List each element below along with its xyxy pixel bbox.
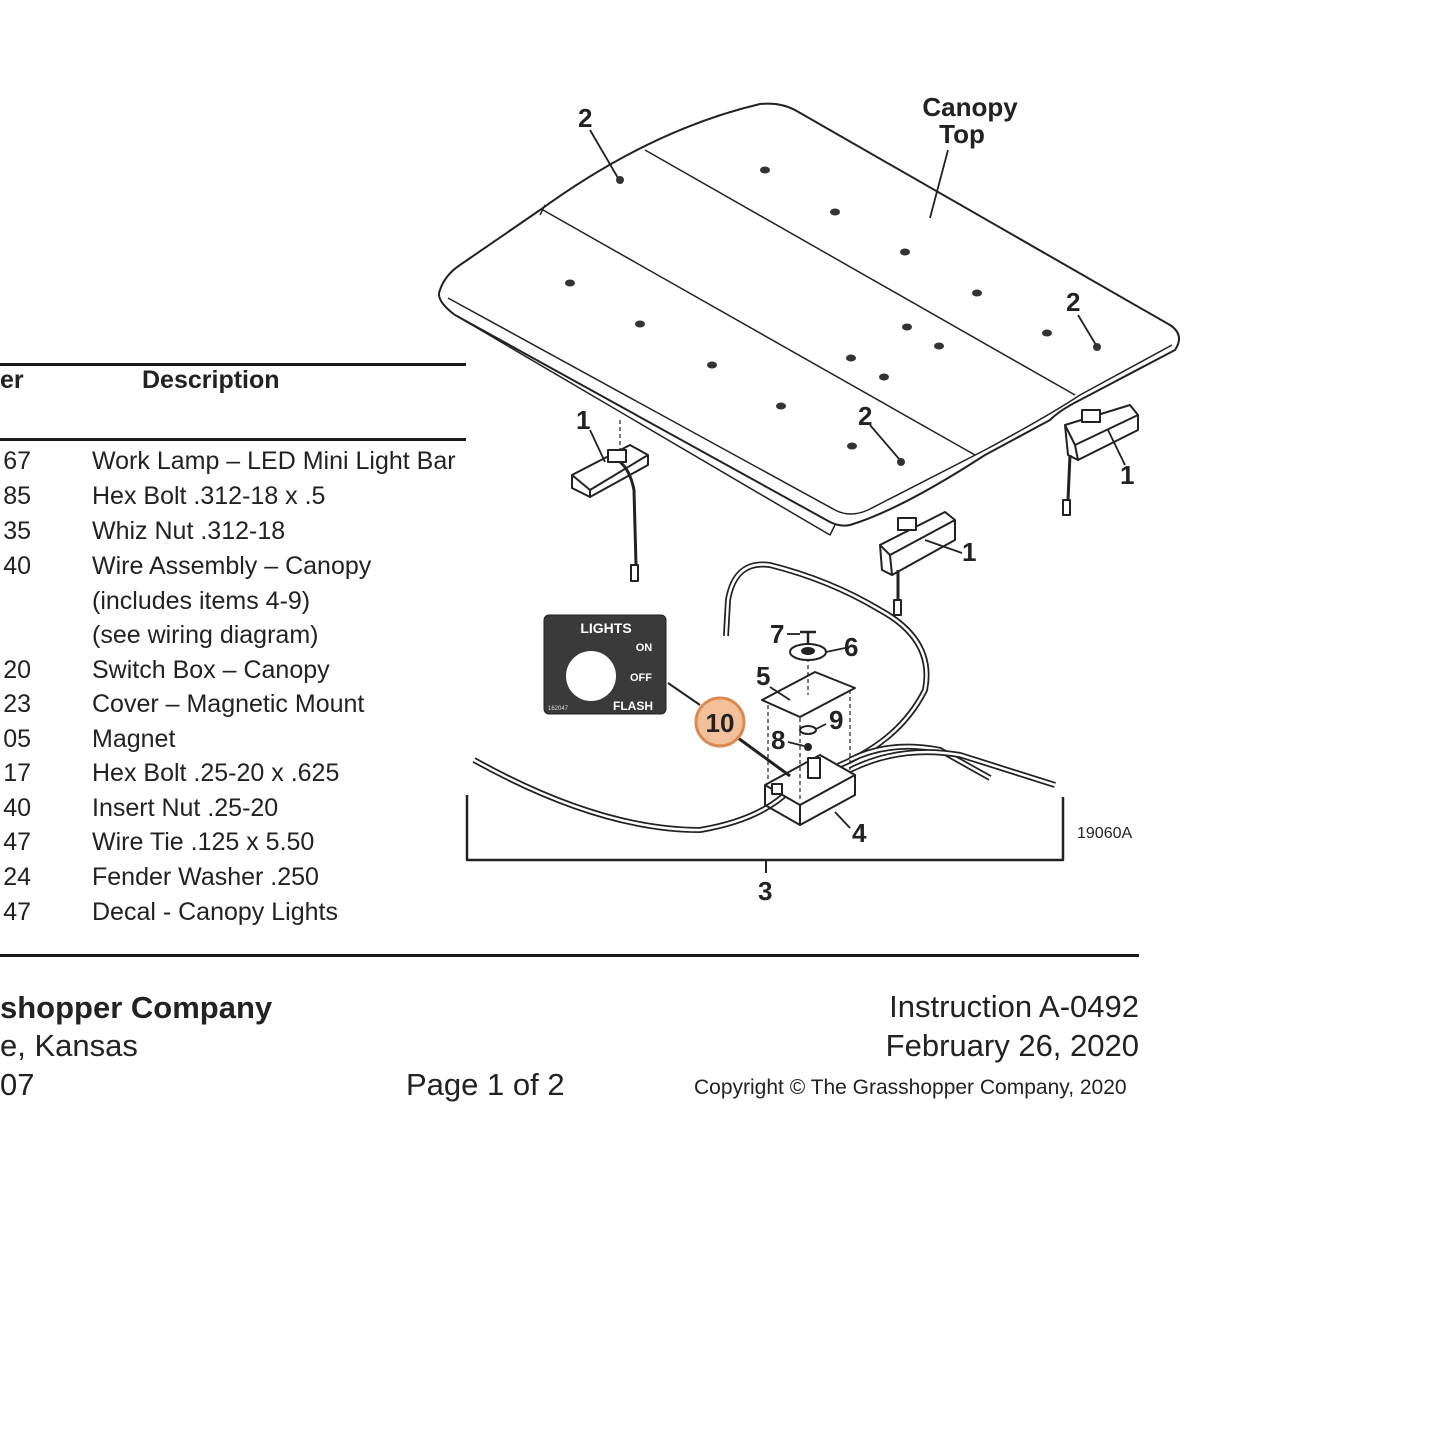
description-cell: Whiz Nut .312-18 <box>92 517 286 545</box>
callout-7: 7 <box>770 619 784 649</box>
table-header-part-number: er <box>0 366 24 394</box>
decal-on: ON <box>636 642 653 654</box>
callout-5: 5 <box>756 661 770 691</box>
canopy-seam-1 <box>542 209 976 456</box>
part-number-cell: 85 <box>3 482 31 510</box>
description-cell: Magnet <box>92 725 176 753</box>
description-cell: (includes items 4-9) <box>92 587 311 615</box>
work-lamp-front <box>879 511 956 616</box>
canopy-top-label: Canopy <box>922 92 1018 122</box>
part-number-cell: 67 <box>3 447 31 475</box>
description-cell: Wire Tie .125 x 5.50 <box>92 828 315 856</box>
decal-title: LIGHTS <box>580 620 631 636</box>
canopy-lower-lip <box>454 314 836 536</box>
footer-instruction: Instruction A-0492 <box>889 989 1139 1024</box>
part-number-cell: 47 <box>3 828 31 856</box>
part-number-cell: 40 <box>3 794 31 822</box>
callout-6: 6 <box>844 632 858 662</box>
footer-city: e, Kansas <box>0 1028 138 1063</box>
table-row: 67 Work Lamp – LED Mini Light Bar <box>0 447 480 481</box>
part-number-cell: 17 <box>3 759 31 787</box>
table-row: (includes items 4-9) <box>0 587 480 621</box>
description-cell: (see wiring diagram) <box>92 621 319 649</box>
table-row: 24 Fender Washer .250 <box>0 863 480 897</box>
description-cell: Fender Washer .250 <box>92 863 319 891</box>
switch-box <box>764 754 856 826</box>
callout-1-left: 1 <box>576 405 590 435</box>
table-top-rule <box>0 363 466 366</box>
description-cell: Wire Assembly – Canopy <box>92 552 372 580</box>
callout-10-highlight <box>694 696 746 748</box>
description-cell: Decal - Canopy Lights <box>92 898 338 926</box>
description-cell: Hex Bolt .25-20 x .625 <box>92 759 340 787</box>
table-row: 85 Hex Bolt .312-18 x .5 <box>0 482 480 516</box>
callout-2-center: 2 <box>858 401 872 431</box>
table-row: 40 Wire Assembly – Canopy <box>0 552 480 586</box>
footer-page-number: Page 1 of 2 <box>406 1067 565 1102</box>
canopy-top-outline <box>438 102 1180 527</box>
table-row: 05 Magnet <box>0 725 480 759</box>
work-lamp-left <box>571 420 649 582</box>
part-number-cell: 35 <box>3 517 31 545</box>
canopy-top-label-2: Top <box>939 119 985 149</box>
canopy-top-edge <box>447 297 1173 515</box>
decal-flash: FLASH <box>613 699 653 713</box>
callout-2-left: 2 <box>578 103 592 133</box>
insert-nut <box>804 743 812 751</box>
footer-date: February 26, 2020 <box>885 1028 1139 1063</box>
table-row: 23 Cover – Magnetic Mount <box>0 690 480 724</box>
callout-3: 3 <box>758 876 772 906</box>
part-number-cell: 05 <box>3 725 31 753</box>
callout-9: 9 <box>829 705 843 735</box>
table-header-rule <box>0 438 466 441</box>
table-row: 20 Switch Box – Canopy <box>0 656 480 690</box>
decal-code: 162047 <box>548 706 569 712</box>
decal-off: OFF <box>630 672 652 684</box>
wire-harness <box>472 561 930 833</box>
footer-company: shopper Company <box>0 990 273 1025</box>
callout-4: 4 <box>852 818 867 848</box>
table-row: (see wiring diagram) <box>0 621 480 655</box>
callout-1-front: 1 <box>962 537 976 567</box>
part-number-cell: 23 <box>3 690 31 718</box>
part-number-cell: 47 <box>3 898 31 926</box>
callout-10: 10 <box>706 708 735 738</box>
description-cell: Work Lamp – LED Mini Light Bar <box>92 447 456 475</box>
table-row: 47 Wire Tie .125 x 5.50 <box>0 828 480 862</box>
footer-phone: 07 <box>0 1067 35 1102</box>
figure-code: 19060A <box>1077 825 1132 842</box>
description-cell: Hex Bolt .312-18 x .5 <box>92 482 326 510</box>
table-row: 47 Decal - Canopy Lights <box>0 898 480 932</box>
callout-2-right: 2 <box>1066 287 1080 317</box>
callout-1-right: 1 <box>1120 460 1134 490</box>
footer-rule <box>0 954 1139 957</box>
table-row: 35 Whiz Nut .312-18 <box>0 517 480 551</box>
table-row: 17 Hex Bolt .25-20 x .625 <box>0 759 480 793</box>
footer-copyright: Copyright © The Grasshopper Company, 202… <box>694 1076 1127 1099</box>
part-number-cell: 20 <box>3 656 31 684</box>
description-cell: Cover – Magnetic Mount <box>92 690 365 718</box>
fender-washer <box>799 725 817 735</box>
canopy-seam-2 <box>644 149 1076 396</box>
canopy-fastener-holes <box>565 166 1101 466</box>
decal-canopy-lights: LIGHTS ON OFF FLASH 162047 <box>543 614 667 715</box>
work-lamp-right <box>1062 404 1139 516</box>
part-number-cell: 40 <box>3 552 31 580</box>
part-number-cell: 24 <box>3 863 31 891</box>
hex-bolt-small <box>800 630 816 645</box>
description-cell: Switch Box – Canopy <box>92 656 330 684</box>
table-header-description: Description <box>142 366 280 394</box>
table-row: 40 Insert Nut .25-20 <box>0 794 480 828</box>
description-cell: Insert Nut .25-20 <box>92 794 279 822</box>
callout-8: 8 <box>771 725 785 755</box>
